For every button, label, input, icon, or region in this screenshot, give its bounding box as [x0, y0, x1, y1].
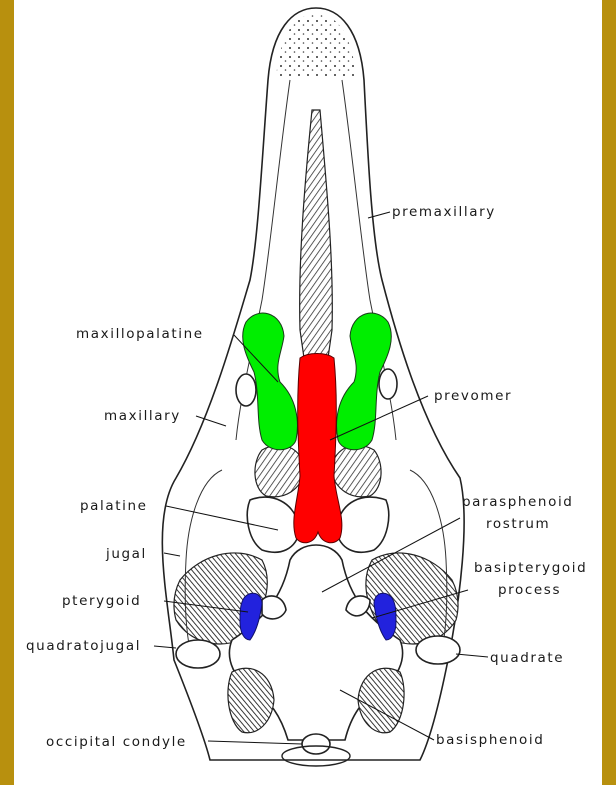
label-basisphenoid: basisphenoid [436, 732, 544, 748]
leader-quadrate [456, 654, 488, 657]
label-maxillary: maxillary [104, 408, 181, 424]
foramen-left [236, 374, 256, 406]
quadrate-right [416, 636, 460, 664]
label-basipterygoid-1: basipterygoid [474, 560, 587, 576]
label-quadratojugal: quadratojugal [26, 638, 141, 654]
label-jugal: jugal [105, 546, 147, 562]
label-maxillopalatine: maxillopalatine [76, 326, 204, 342]
label-occipital-condyle: occipital condyle [46, 734, 187, 750]
quadrate-left [176, 640, 220, 668]
label-quadrate: quadrate [490, 650, 564, 666]
label-premaxillary: premaxillary [392, 204, 496, 220]
label-palatine: palatine [80, 498, 148, 514]
label-parasphenoid-2: rostrum [486, 516, 550, 532]
occipital-condyle [302, 734, 330, 754]
label-parasphenoid-1: parasphenoid [462, 494, 573, 510]
prevomer [294, 354, 342, 543]
label-pterygoid: pterygoid [62, 593, 141, 609]
label-basipterygoid-2: process [498, 582, 561, 598]
foramen-right [379, 369, 397, 399]
label-prevomer: prevomer [434, 388, 512, 404]
